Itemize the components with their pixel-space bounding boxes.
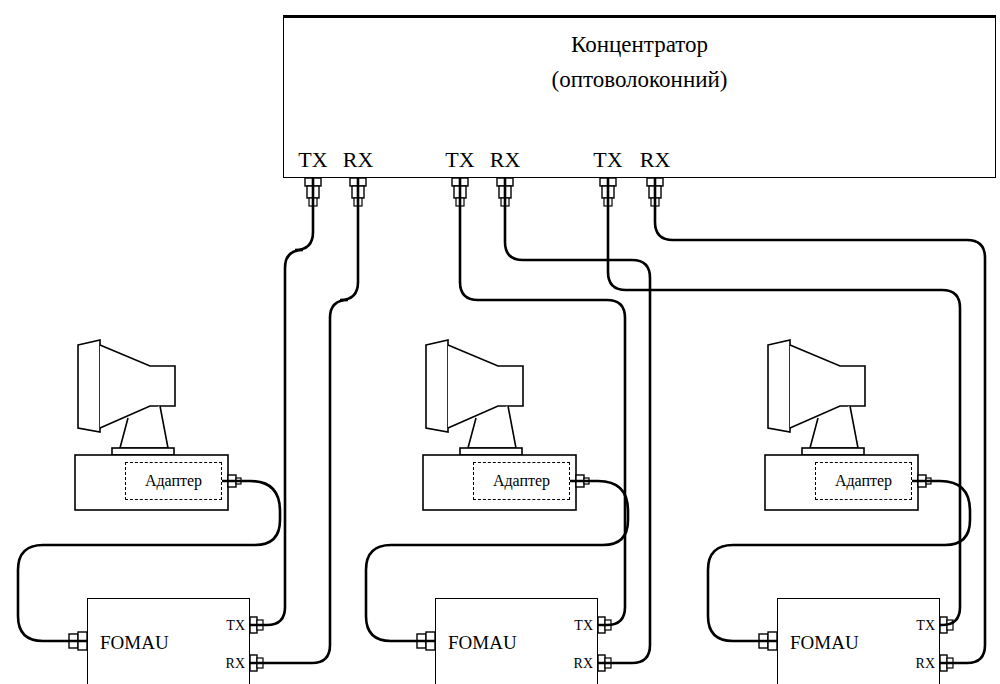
adapter-label: Адаптер <box>493 471 550 491</box>
port-label: RX <box>640 149 671 171</box>
concentrator-box: Концентратор (оптоволоконний) <box>283 15 996 178</box>
fiber-cable <box>608 178 960 625</box>
monitor-screen <box>426 340 448 432</box>
fomau-box: FOMAU TX RX <box>777 598 940 684</box>
port-label: TX <box>445 149 474 171</box>
adapter-box: Адаптер <box>815 462 912 500</box>
system-unit <box>765 455 918 510</box>
port-name: TX <box>916 617 935 635</box>
system-unit <box>423 455 576 510</box>
adapter-box: Адаптер <box>473 462 570 500</box>
port-name: TX <box>574 617 593 635</box>
adapter-label: Адаптер <box>145 471 202 491</box>
fiber-cable <box>250 178 358 663</box>
device-name: FOMAU <box>448 631 517 655</box>
adapter-box: Адаптер <box>125 462 222 500</box>
port-name: RX <box>226 655 245 673</box>
monitor-screen <box>78 340 100 432</box>
monitor-stand <box>468 406 516 448</box>
node-title: Концентратор (оптоволоконний) <box>530 28 750 177</box>
port-label: TX <box>298 149 327 171</box>
fiber-cable <box>505 178 650 663</box>
monitor-foot <box>460 448 522 455</box>
device-name: FOMAU <box>100 631 169 655</box>
adapter-label: Адаптер <box>835 471 892 491</box>
monitor-foot <box>802 448 864 455</box>
port-label: TX <box>593 149 622 171</box>
fomau-box: FOMAU TX RX <box>435 598 598 684</box>
device-name: FOMAU <box>790 631 859 655</box>
system-unit <box>75 455 228 510</box>
monitor-stand <box>120 406 168 448</box>
port-name: RX <box>574 655 593 673</box>
port-label: RX <box>343 149 374 171</box>
port-name: RX <box>916 655 935 673</box>
monitor-screen <box>768 340 790 432</box>
fiber-cable <box>655 178 985 663</box>
fiber-cable <box>460 178 625 625</box>
monitor-stand <box>810 406 858 448</box>
monitor-foot <box>112 448 174 455</box>
fomau-box: FOMAU TX RX <box>87 598 250 684</box>
port-label: RX <box>490 149 521 171</box>
port-name: TX <box>226 617 245 635</box>
fiber-cable <box>250 178 313 625</box>
